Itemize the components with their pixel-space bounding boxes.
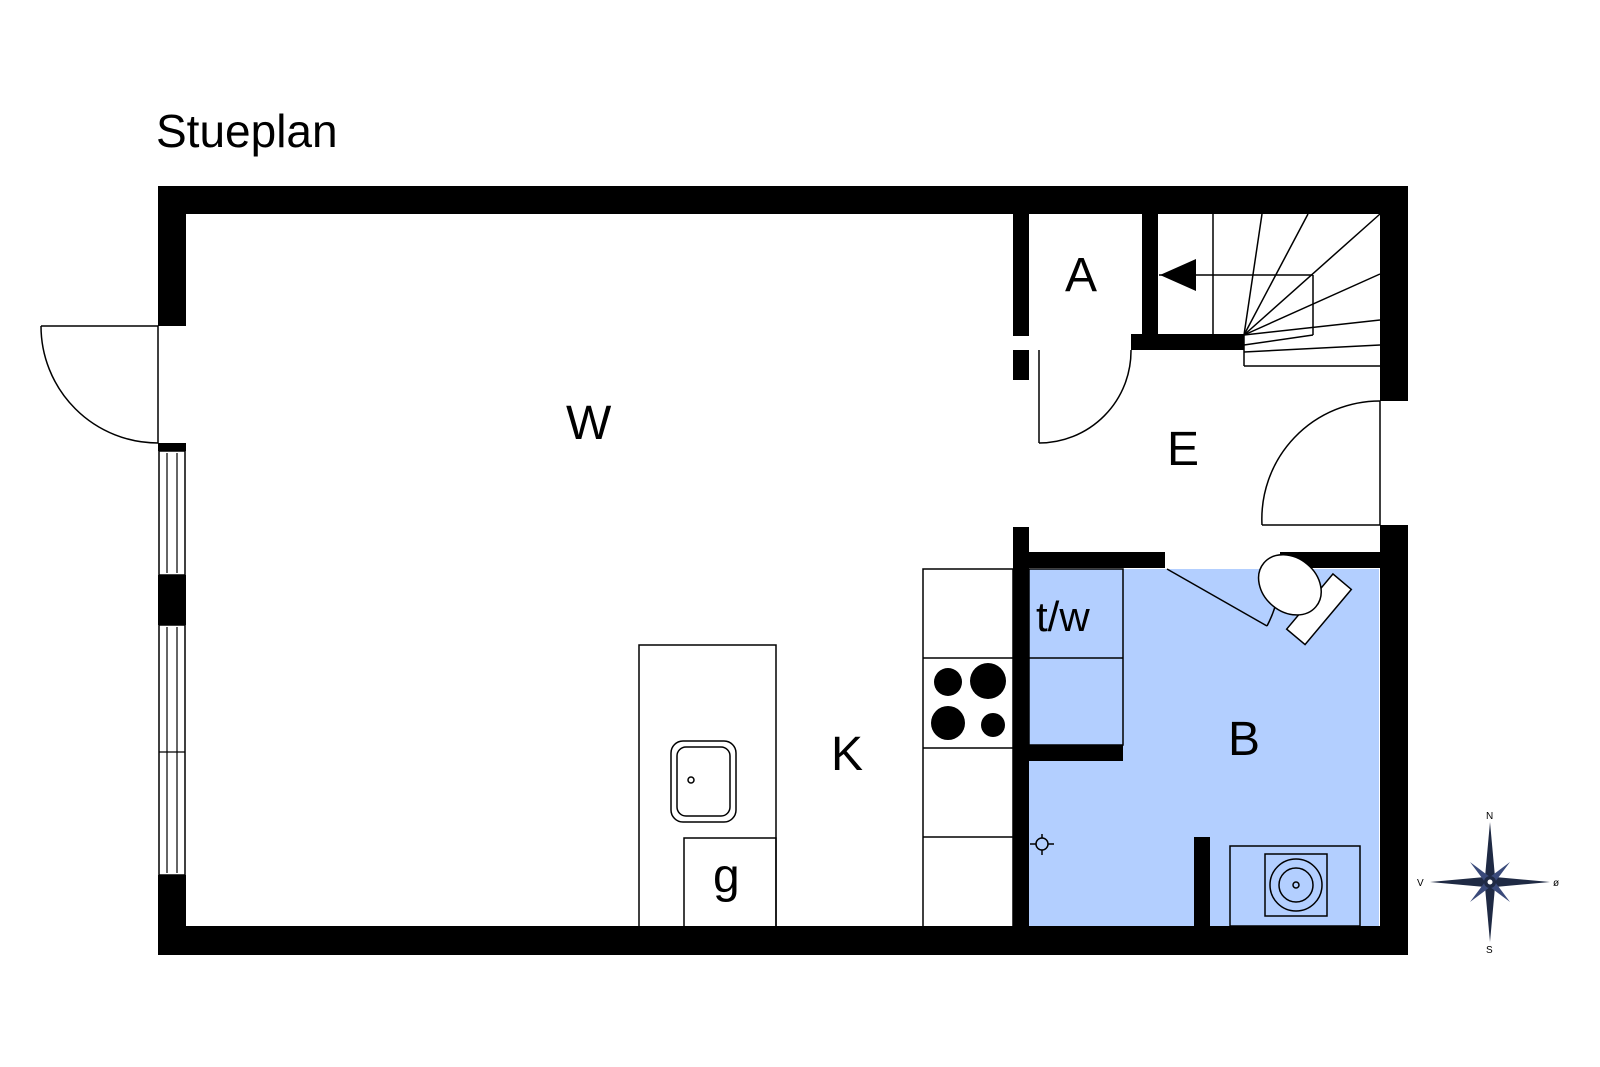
outer-walls bbox=[158, 186, 1408, 955]
room-label-b: B bbox=[1228, 713, 1260, 766]
floor-drain-icon bbox=[1030, 834, 1054, 855]
washbasin-icon bbox=[1229, 845, 1361, 927]
left-windows bbox=[158, 450, 186, 876]
compass-o: ø bbox=[1553, 878, 1559, 889]
stair-arrow-icon bbox=[1160, 259, 1196, 291]
kitchen-island bbox=[638, 644, 777, 928]
left-door bbox=[40, 325, 159, 444]
entrance-door bbox=[1261, 400, 1381, 526]
sink-icon bbox=[670, 740, 737, 823]
compass-rose-icon: N S V ø bbox=[1417, 811, 1559, 956]
plan-title: Stueplan bbox=[156, 105, 338, 157]
staircase bbox=[1159, 213, 1381, 367]
stove-icon bbox=[931, 663, 1006, 740]
kitchen-cabinets bbox=[922, 568, 1124, 928]
room-label-w: W bbox=[566, 397, 612, 450]
room-label-e: E bbox=[1167, 423, 1199, 476]
compass-v: V bbox=[1417, 878, 1424, 889]
room-label-a: A bbox=[1065, 249, 1097, 302]
room-label-k: K bbox=[831, 728, 863, 781]
interior-walls bbox=[1013, 214, 1380, 927]
room-label-tw: t/w bbox=[1036, 593, 1090, 640]
storage-door bbox=[1038, 349, 1132, 444]
toilet-icon bbox=[1257, 554, 1353, 646]
compass-s: S bbox=[1486, 945, 1493, 956]
compass-n: N bbox=[1486, 811, 1493, 822]
room-label-g: g bbox=[713, 850, 740, 903]
